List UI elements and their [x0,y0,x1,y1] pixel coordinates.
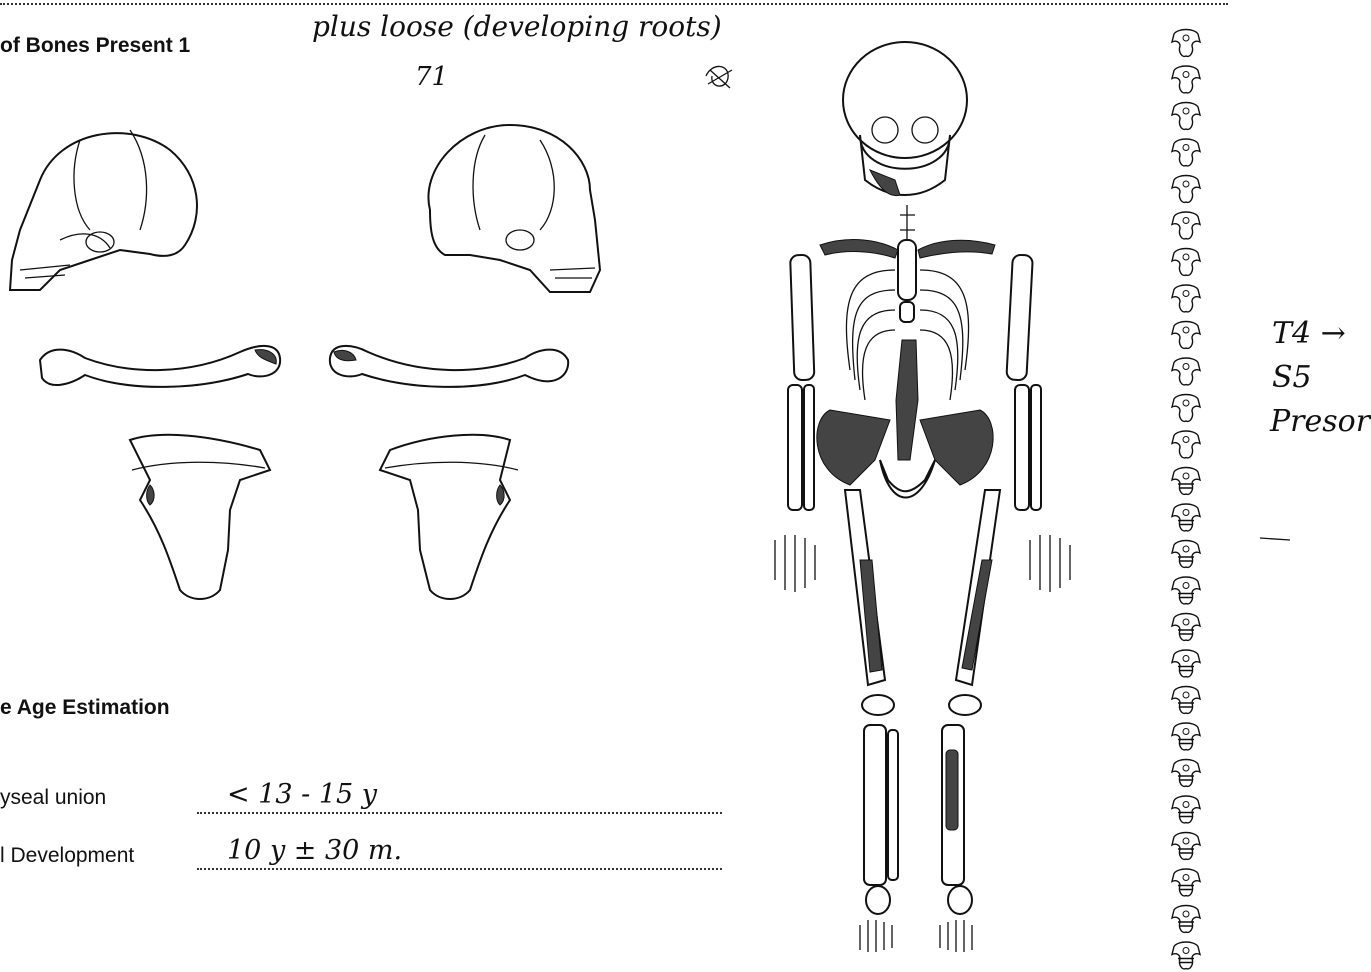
vertebra-icon [1172,541,1200,568]
vertebra-icon [1172,614,1200,641]
age-estimation-heading: e Age Estimation [0,696,170,720]
vertebra-icon [1172,431,1200,458]
side-note-s5: S5 [1272,360,1312,395]
top-dotted-rule [0,3,1228,5]
scribble-mark [700,58,740,98]
clavicle-left-diagram [30,330,290,400]
vertebra-icon [1172,504,1200,531]
vertebra-icon [1172,577,1200,604]
vertebra-icon [1172,687,1200,714]
vertebra-icon [1172,103,1200,130]
bones-present-heading: of Bones Present 1 [0,34,190,58]
clavicle-right-diagram [320,330,580,400]
scapula-right-diagram [360,430,530,610]
vertebra-icon [1172,468,1200,495]
side-note-t4: T4 → [1272,316,1346,351]
dental-development-value: 10 y ± 30 m. [227,835,402,866]
full-skeleton-diagram [760,40,1090,960]
vertebrae-column-diagram [1166,28,1206,968]
epiphyseal-union-value: < 13 - 15 y [227,779,377,810]
vertebra-icon [1172,906,1200,933]
vertebra-icon [1172,249,1200,276]
vertebra-icon [1172,285,1200,312]
epiphyseal-union-label: yseal union [0,786,106,810]
vertebra-icon [1172,176,1200,203]
vertebra-icon [1172,869,1200,896]
vertebra-icon [1172,322,1200,349]
vertebra-icon [1172,30,1200,57]
skull-right-lateral-diagram [400,120,620,310]
skull-left-lateral-diagram [0,120,220,310]
vertebra-icon [1172,723,1200,750]
epiphyseal-union-field[interactable]: < 13 - 15 y [197,782,722,814]
side-note-presort: Presort [1270,404,1371,439]
vertebra-icon [1172,139,1200,166]
vertebra-icon [1172,796,1200,823]
vertebra-icon [1172,395,1200,422]
top-handwritten-number: 71 [415,62,448,92]
vertebra-icon [1172,833,1200,860]
dental-development-field[interactable]: 10 y ± 30 m. [197,838,722,870]
side-note-dash [1260,534,1300,544]
vertebra-icon [1172,212,1200,239]
scapula-left-diagram [120,430,290,610]
vertebra-icon [1172,760,1200,787]
top-handwritten-note: plus loose (developing roots) [312,10,722,43]
dental-development-label: l Development [0,844,134,868]
vertebra-icon [1172,358,1200,385]
vertebra-icon [1172,66,1200,93]
vertebra-icon [1172,650,1200,677]
vertebra-icon [1172,942,1200,969]
